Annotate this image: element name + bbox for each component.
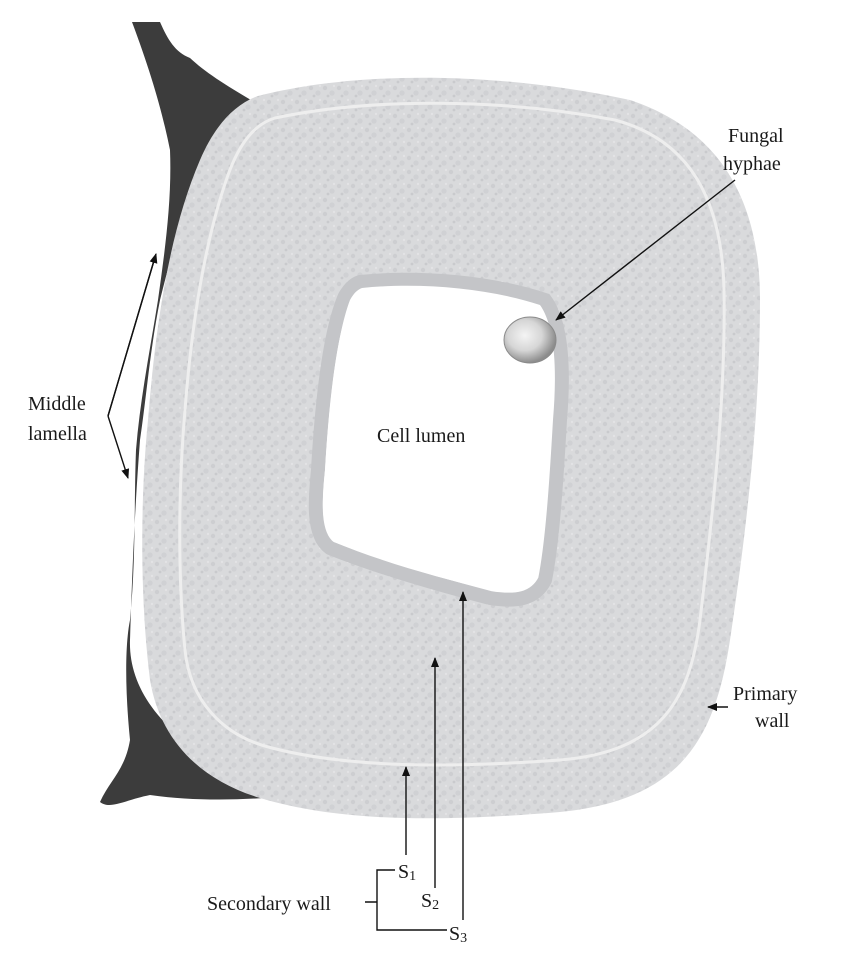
- secondary-wall-bracket: [365, 869, 447, 931]
- s2-label: S2: [421, 890, 439, 913]
- cell-lumen: [322, 285, 555, 592]
- middle-lamella-arrow-down: [107, 415, 130, 479]
- primary-wall-label-2: wall: [755, 710, 790, 732]
- fungal-hyphae-arrow: [555, 179, 736, 321]
- fungal-hypha: [503, 316, 557, 364]
- middle-lamella-label-1: Middle: [28, 393, 86, 415]
- middle-lamella: [100, 22, 300, 805]
- s1-label: S1: [398, 861, 416, 884]
- fungal-hyphae-label-2: hyphae: [723, 153, 781, 175]
- cell-lumen-label: Cell lumen: [377, 425, 465, 447]
- s3-layer: [308, 272, 569, 607]
- s3-label: S3: [449, 923, 467, 946]
- secondary-wall-body: [142, 77, 760, 819]
- fungal-hyphae-label-1: Fungal: [728, 125, 784, 147]
- middle-lamella-arrow-up: [107, 253, 158, 417]
- middle-lamella-label-2: lamella: [28, 423, 87, 445]
- primary-wall-label-1: Primary: [733, 683, 797, 705]
- secondary-wall-label: Secondary wall: [207, 893, 331, 915]
- primary-wall-line: [178, 101, 726, 767]
